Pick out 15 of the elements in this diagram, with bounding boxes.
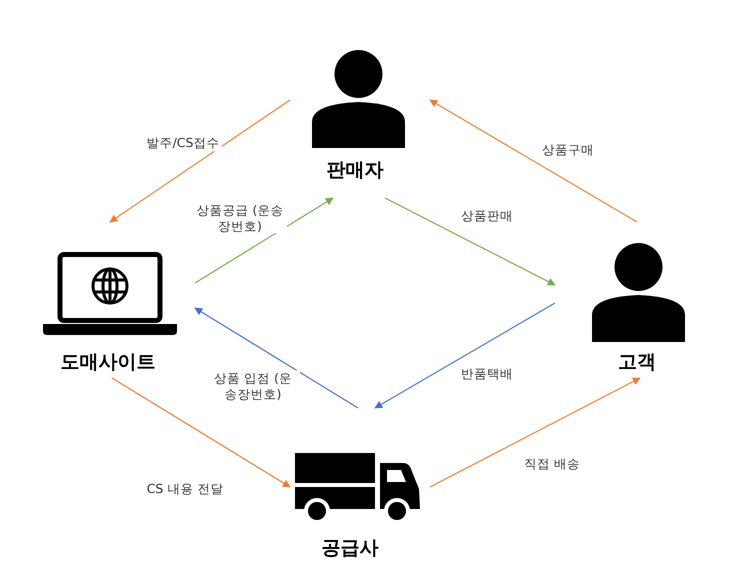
arrow <box>112 378 291 488</box>
role-label: 고객 <box>618 350 656 375</box>
role-label: 공급사 <box>322 536 378 561</box>
arrow <box>384 198 556 286</box>
role-label: 도매사이트 <box>60 350 156 375</box>
arrow <box>194 198 334 284</box>
role-label: 판매자 <box>326 158 384 183</box>
arrow <box>374 302 556 408</box>
edge-label: CS 내용 전달 <box>144 481 226 497</box>
arrow <box>194 308 358 408</box>
arrow <box>430 378 641 488</box>
edge-label: 직접 배송 <box>522 456 582 472</box>
arrow <box>429 100 638 222</box>
edge-label: 발주/CS접수 <box>144 135 222 151</box>
arrow <box>109 100 290 222</box>
